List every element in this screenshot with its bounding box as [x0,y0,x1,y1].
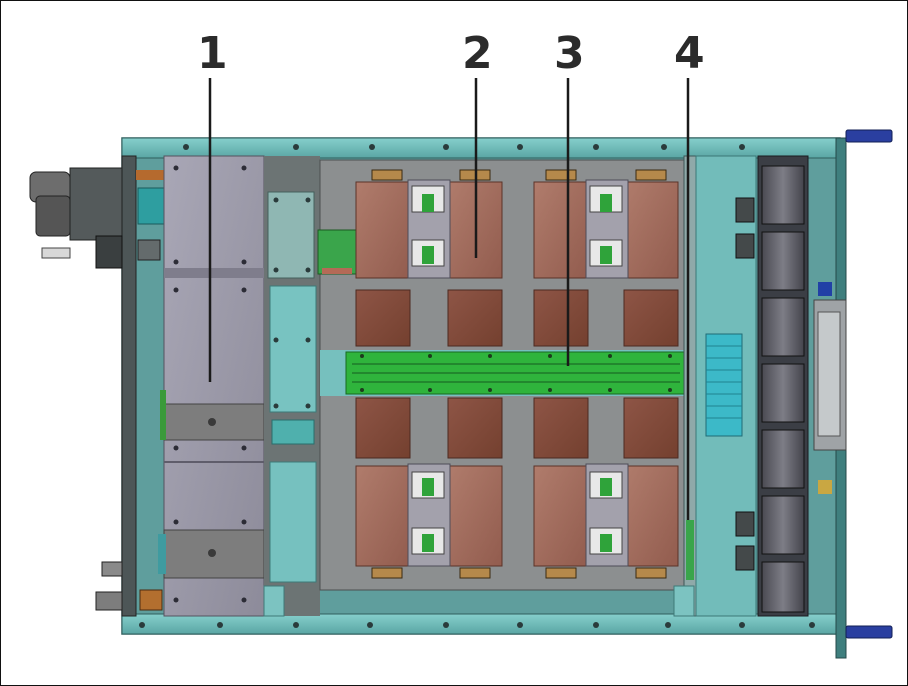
output-connector [95,561,163,611]
callout-3: 3 [554,28,585,79]
rail-screws [139,144,815,628]
control-pcb [317,229,361,275]
terminal-blocks-bottom [371,471,667,579]
bracket-right [673,585,695,617]
heatsink-plates [158,155,265,617]
driver-pcb [345,351,687,395]
handle-bottom [845,625,893,639]
callout-2: 2 [462,28,493,79]
cooling-fans [757,155,809,617]
fan-controller [813,282,847,494]
callout-4: 4 [674,28,705,79]
callout-1: 1 [197,28,228,79]
leader-lines [208,78,690,520]
busbar-column [264,156,320,616]
bracket-left [263,585,285,617]
input-connector [29,167,165,269]
handle-top [845,129,893,143]
partition-board [683,155,757,617]
